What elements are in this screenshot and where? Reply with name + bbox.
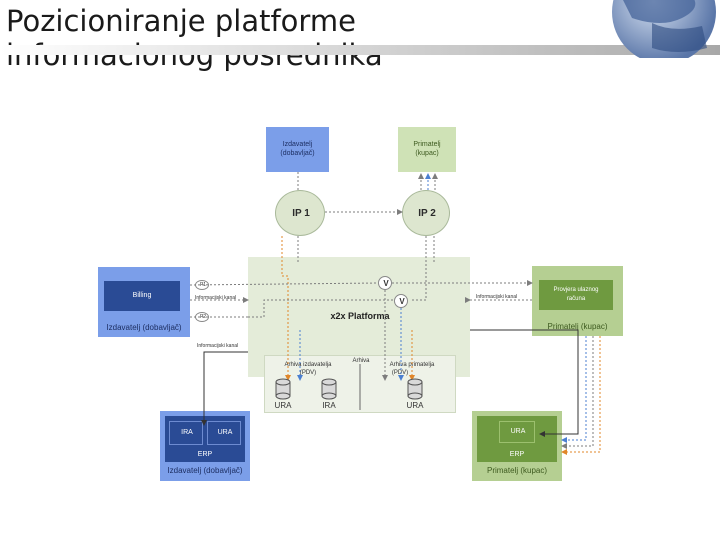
issuer-top-box: Izdavatelj (dobavljač) (266, 127, 329, 172)
v-bottom-label: V (399, 297, 405, 306)
erp-right-label: ERP (509, 451, 525, 458)
erp-left-label: ERP (197, 451, 213, 458)
receiver-right-caption: Primatelj (kupac) (547, 322, 608, 331)
issuer-left-caption: Izdavatelj (dobavljač) (106, 323, 182, 332)
info-channel-left-1: Informacijski kanal (195, 295, 237, 301)
archive-issuer-label-1: Arhiva izdavatelja (284, 362, 332, 368)
erp-left-box: IRA URA ERP (165, 416, 245, 462)
v-top-label: V (383, 279, 389, 288)
erp-left-ura-box: URA (207, 421, 241, 445)
p2-label: P2 (199, 314, 207, 320)
receiver-top-label-1: Primatelj (413, 141, 441, 148)
p1-label: P1 (199, 282, 207, 288)
archive-label: Arhiva (352, 358, 370, 364)
archive-receiver-label-1: Arhiva primatelja (389, 362, 435, 368)
ura-a-label: URA (274, 401, 292, 410)
connector-right-erp-3 (561, 336, 587, 443)
platform-label: x2x Platforma (330, 311, 390, 321)
info-channel-right: Informacijski kanal (476, 294, 518, 300)
verify-box: Provjera ulaznog računa (539, 280, 613, 310)
verify-label-1: Provjera ulaznog (553, 287, 599, 293)
issuer-top-label-1: Izdavatelj (282, 141, 313, 148)
slide-title-line-1: Pozicioniranje platforme (6, 4, 356, 38)
erp-right-outer-box: URA ERP Primatelj (kupac) (472, 411, 562, 481)
ira-a-label: IRA (322, 401, 336, 410)
ura-b-label: URA (406, 401, 424, 410)
v-top-node: V (378, 276, 392, 290)
verify-label-2: računa (566, 296, 586, 302)
ip2-label: IP 2 (418, 208, 436, 219)
slide-title: Pozicioniranje platforme informacionog p… (6, 4, 566, 72)
erp-left-outer-box: IRA URA ERP Izdavatelj (dobavljač) (160, 411, 250, 481)
issuer-top-label-2: (dobavljač) (280, 150, 315, 157)
erp-left-ura-label: URA (217, 429, 233, 436)
billing-outer-box: Billing Izdavatelj (dobavljač) (98, 267, 190, 337)
erp-left-ira-label: IRA (181, 429, 193, 436)
receiver-top-box: Primatelj (kupac) (398, 127, 456, 172)
erp-right-ura-label: URA (510, 428, 526, 435)
globe-logo (612, 0, 716, 58)
title-decor-bar (0, 45, 720, 55)
ip1-circle: IP 1 (275, 190, 325, 236)
erp-left-caption: Izdavatelj (dobavljač) (167, 466, 243, 475)
erp-right-ura-box: URA (499, 421, 535, 443)
connector-right-erp-2 (561, 336, 594, 449)
receiver-top-label-2: (kupac) (415, 150, 439, 157)
slide-title-line-2: informacionog posrednika (6, 38, 383, 72)
receiver-right-outer-box: Provjera ulaznog računa Primatelj (kupac… (532, 266, 623, 336)
billing-label: Billing (132, 292, 152, 299)
billing-box: Billing (104, 281, 180, 311)
erp-left-ira-box: IRA (169, 421, 203, 445)
erp-right-box: URA ERP (477, 416, 557, 462)
connector-right-erp-1 (561, 336, 601, 455)
archive-receiver-label-2: (PDV) (391, 370, 409, 376)
ip1-label: IP 1 (292, 208, 310, 219)
p2-node: P2 (195, 312, 209, 322)
ip2-circle: IP 2 (402, 190, 450, 236)
erp-right-caption: Primatelj (kupac) (486, 466, 547, 475)
p1-node: P1 (195, 280, 209, 290)
archive-issuer-label-2: (PDV) (299, 370, 317, 376)
info-channel-left-2: Informacijski kanal (197, 343, 239, 349)
v-bottom-node: V (394, 294, 408, 308)
